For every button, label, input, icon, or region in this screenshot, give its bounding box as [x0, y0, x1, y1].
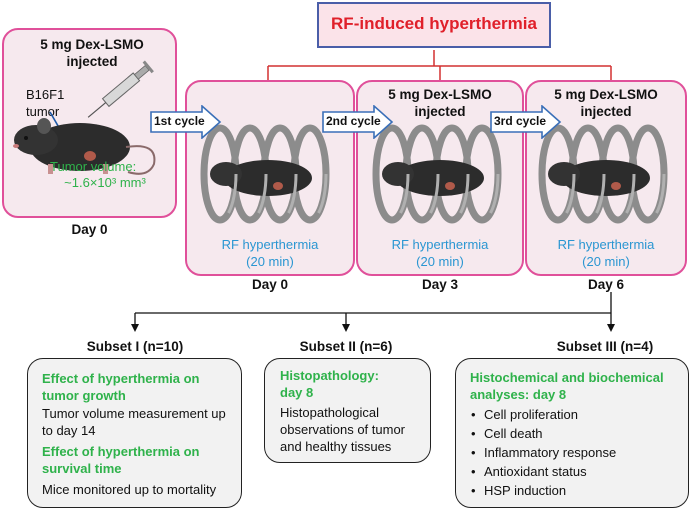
panel0-day: Day 0 [71, 222, 108, 237]
subset2-heading: Histopathology: day 8 [280, 368, 379, 400]
subset1-heading1: Effect of hyperthermia on tumor growth [42, 371, 200, 403]
cycle2-rf-label: RF hyperthermia [391, 237, 489, 252]
list-item: Cell death [470, 425, 680, 442]
cycle3-header: 5 mg Dex-LSMO injected [554, 87, 658, 119]
cycle1-arrow-label: 1st cycle [154, 114, 205, 128]
subset1-text1: Tumor volume measurement up to day 14 [42, 406, 226, 438]
subset3-list: Cell proliferation Cell death Inflammato… [470, 406, 680, 499]
subset1-heading2: Effect of hyperthermia on survival time [42, 444, 200, 476]
mouse-syringe-illustration [13, 60, 156, 175]
rf-coil-illustration-1 [200, 124, 330, 224]
cycle1-day: Day 0 [251, 277, 289, 292]
subset2-title: Subset II (n=6) [299, 339, 393, 354]
cycle2-duration: (20 min) [416, 254, 464, 269]
list-item: HSP induction [470, 482, 680, 499]
tumor-volume-label: Tumor volume: [50, 159, 137, 174]
list-item: Antioxidant status [470, 463, 680, 480]
rf-coil-illustration-3 [538, 124, 668, 224]
diagram-title: RF-induced hyperthermia [331, 14, 537, 33]
tumor-volume-value: ~1.6×10³ mm³ [64, 175, 146, 190]
subset2-box [264, 358, 431, 463]
cycle1-rf-label: RF hyperthermia [221, 237, 319, 252]
subset1-title: Subset I (n=10) [86, 339, 184, 354]
list-item: Inflammatory response [470, 444, 680, 461]
cycle2-day: Day 3 [421, 277, 459, 292]
panel-day0-injection [2, 28, 177, 218]
cycle2-arrow [322, 105, 394, 139]
cycle1-duration: (20 min) [246, 254, 294, 269]
subset1-box [27, 358, 242, 508]
cycle2-arrow-label: 2nd cycle [326, 114, 381, 128]
subset3-heading: Histochemical and biochemical analyses: … [470, 370, 664, 402]
cycle3-day: Day 6 [587, 277, 625, 292]
cycle3-rf-label: RF hyperthermia [557, 237, 655, 252]
cycle1-arrow [150, 105, 222, 139]
subset3-title: Subset III (n=4) [556, 339, 654, 354]
list-item: Cell proliferation [470, 406, 680, 423]
subset2-text: Histopathological observations of tumor … [280, 405, 406, 454]
title-box [317, 2, 551, 48]
cycle3-duration: (20 min) [582, 254, 630, 269]
cycle3-arrow-label: 3rd cycle [494, 114, 547, 128]
subset1-text2: Mice monitored up to mortality [42, 482, 217, 497]
rf-coil-illustration-2 [372, 124, 502, 224]
cycle3-arrow [490, 105, 562, 139]
tumor-label: B16F1 tumor [26, 87, 65, 119]
panel0-header: 5 mg Dex-LSMO injected [40, 37, 144, 69]
cycle2-header: 5 mg Dex-LSMO injected [388, 87, 492, 119]
